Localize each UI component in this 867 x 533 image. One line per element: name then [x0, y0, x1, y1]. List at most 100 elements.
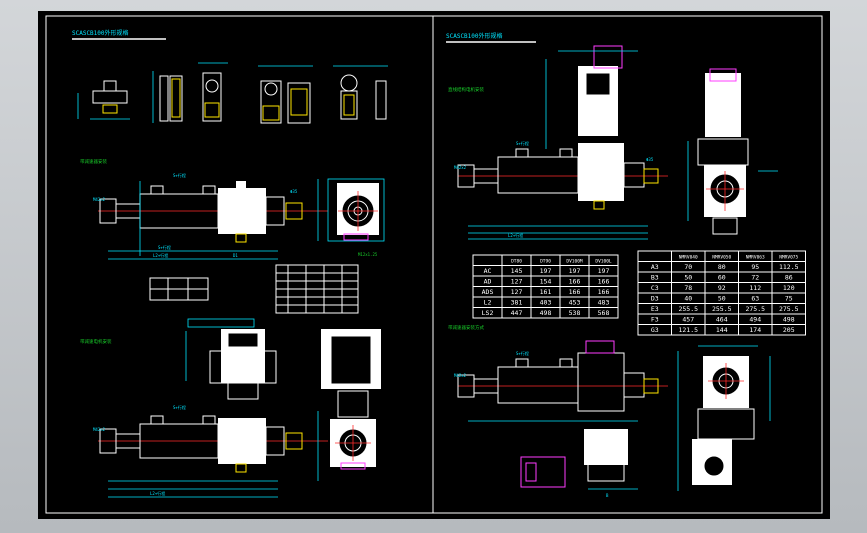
spec-table-reducer-header-cell: NMRV063 [746, 255, 765, 261]
spec-table-motor-cell: 145 [511, 267, 523, 275]
spec-table-reducer-cell: 112.5 [779, 263, 799, 271]
spec-table-motor-cell: L2 [484, 299, 492, 307]
svg-text:S+行程: S+行程 [158, 244, 171, 250]
svg-text:S+行程: S+行程 [173, 172, 186, 178]
sheet-right-title: SCASCB100外形规格 [446, 32, 503, 40]
spec-table-reducer-cell: 60 [718, 274, 726, 282]
spec-table-motor-cell: AC [484, 267, 492, 275]
end-view-2 [317, 329, 381, 481]
svg-text:B: B [606, 493, 609, 498]
spec-table-motor-cell: 166 [598, 288, 610, 296]
svg-text:L2+行程: L2+行程 [508, 232, 523, 238]
spec-table-reducer-cell: 498 [783, 316, 795, 324]
spec-table-motor-cell: 197 [569, 267, 581, 275]
spec-table-reducer-cell: 275.5 [745, 305, 765, 313]
spec-table-motor-cell: 154 [540, 278, 552, 286]
actuator-view-right-2: S+行程 M42x2 B [454, 340, 668, 498]
spec-table-motor-cell: AD [484, 278, 492, 286]
spec-table-motor-cell: 166 [598, 278, 610, 286]
spec-table-reducer-cell: 255.5 [678, 305, 698, 313]
spec-table-motor-cell: 127 [511, 288, 523, 296]
actuator-view-1: S+行程 S+行程 L2+行程 D1 M42x2 Φ35 [93, 172, 328, 260]
section-label-a: 带减速器安装 [80, 158, 107, 165]
spec-table-motor-cell: 568 [598, 309, 610, 317]
svg-text:M42x2: M42x2 [454, 165, 467, 170]
section-label-b: 带减速电机安装 [80, 338, 112, 345]
spec-table-reducer-cell: 50 [718, 295, 726, 303]
sheet-left-title: SCASCB100外形规格 [72, 29, 129, 37]
spec-table-reducer-cell: F3 [651, 316, 659, 324]
spec-table-motor-cell: 403 [540, 299, 552, 307]
spec-table-motor-cell: 197 [540, 267, 552, 275]
drawing-canvas[interactable]: SCASCB100外形规格 SCASCB100外形规格 [38, 11, 830, 519]
spec-table-reducer-cell: 92 [718, 284, 726, 292]
spec-table-motor-cell: 483 [598, 299, 610, 307]
spec-table-reducer-cell: 174 [749, 326, 761, 334]
spec-table-motor-header-cell: DT80 [511, 259, 522, 265]
section-label-r1: 直线结构电机安装 [448, 86, 484, 93]
table-left-grid [275, 264, 359, 314]
spec-table-reducer-cell: 457 [682, 316, 694, 324]
spec-table-motor-cell: 453 [569, 299, 581, 307]
spec-table-reducer-cell: A3 [651, 263, 659, 271]
spec-table-reducer-cell: 40 [684, 295, 692, 303]
sheet-right-border [432, 15, 823, 514]
svg-text:M42x2: M42x2 [93, 197, 106, 202]
spec-table-reducer-cell: 72 [751, 274, 759, 282]
spec-table-reducer-cell: D3 [651, 295, 659, 303]
spec-table-motor-cell: 166 [569, 278, 581, 286]
svg-text:S+行程: S+行程 [516, 140, 529, 146]
spec-table-motor-cell: LS2 [482, 309, 494, 317]
svg-text:M42x2: M42x2 [93, 427, 106, 432]
spec-table-reducer-cell: 205 [783, 326, 795, 334]
svg-text:D1: D1 [233, 253, 238, 258]
spec-table-reducer-cell: 95 [751, 263, 759, 271]
spec-table-motor-cell: 161 [540, 288, 552, 296]
spec-table-reducer-cell: 78 [684, 284, 692, 292]
accessory-row [77, 62, 388, 124]
spec-table-reducer-header-cell: NMRV075 [779, 255, 798, 261]
spec-table-reducer-cell: 70 [684, 263, 692, 271]
spec-table-reducer-cell: 144 [716, 326, 728, 334]
spec-table-reducer-cell: 112 [749, 284, 761, 292]
spec-table-reducer-cell: 75 [785, 295, 793, 303]
spec-table-motor-cell: 127 [511, 278, 523, 286]
end-view-right-2 [677, 345, 771, 491]
spec-table-motor-header-cell: DV100M [566, 259, 583, 265]
spec-table-motor-cell: 447 [511, 309, 523, 317]
spec-table-reducer-header-cell: NMRV040 [679, 255, 698, 261]
svg-text:M12x1.25: M12x1.25 [358, 252, 378, 257]
end-view-right-1 [687, 68, 778, 235]
spec-table-motor-cell: 538 [569, 309, 581, 317]
spec-table-reducer-cell: 121.5 [678, 326, 698, 334]
spec-table-reducer-cell: 80 [718, 263, 726, 271]
spec-table-motor-header-cell: DT90 [540, 259, 551, 265]
svg-text:L2+行程: L2+行程 [150, 490, 165, 496]
spec-table-reducer-cell: 275.5 [779, 305, 799, 313]
spec-table-reducer-cell: G3 [651, 326, 659, 334]
spec-table-motor-cell: 498 [540, 309, 552, 317]
spec-table-motor-cell: 381 [511, 299, 523, 307]
spec-table-reducer-header-cell: NMRV050 [712, 255, 731, 261]
cad-drawing: SCASCB100外形规格 SCASCB100外形规格 [45, 15, 823, 514]
section-label-r2: 带减速器安装方式 [448, 324, 484, 331]
motor-actuator-view: S+行程 L2+行程 M42x2 [93, 318, 328, 498]
spec-table-reducer-cell: 255.5 [712, 305, 732, 313]
spec-table-reducer-cell: 494 [749, 316, 761, 324]
svg-text:Φ35: Φ35 [290, 189, 298, 194]
table-left-small [149, 277, 209, 301]
spec-table-motor-cell: 197 [598, 267, 610, 275]
svg-text:S+行程: S+行程 [173, 404, 186, 410]
spec-table-reducer-cell: 86 [785, 274, 793, 282]
svg-text:S+行程: S+行程 [516, 350, 529, 356]
spec-table-reducer-cell: E3 [651, 305, 659, 313]
spec-table-reducer-cell: B3 [651, 274, 659, 282]
spec-table-reducer-cell: 120 [783, 284, 795, 292]
spec-table-motor-cell: ADS [482, 288, 494, 296]
spec-table-motor-cell: 166 [569, 288, 581, 296]
spec-table-reducer-cell: 50 [684, 274, 692, 282]
svg-text:Φ35: Φ35 [646, 157, 654, 162]
